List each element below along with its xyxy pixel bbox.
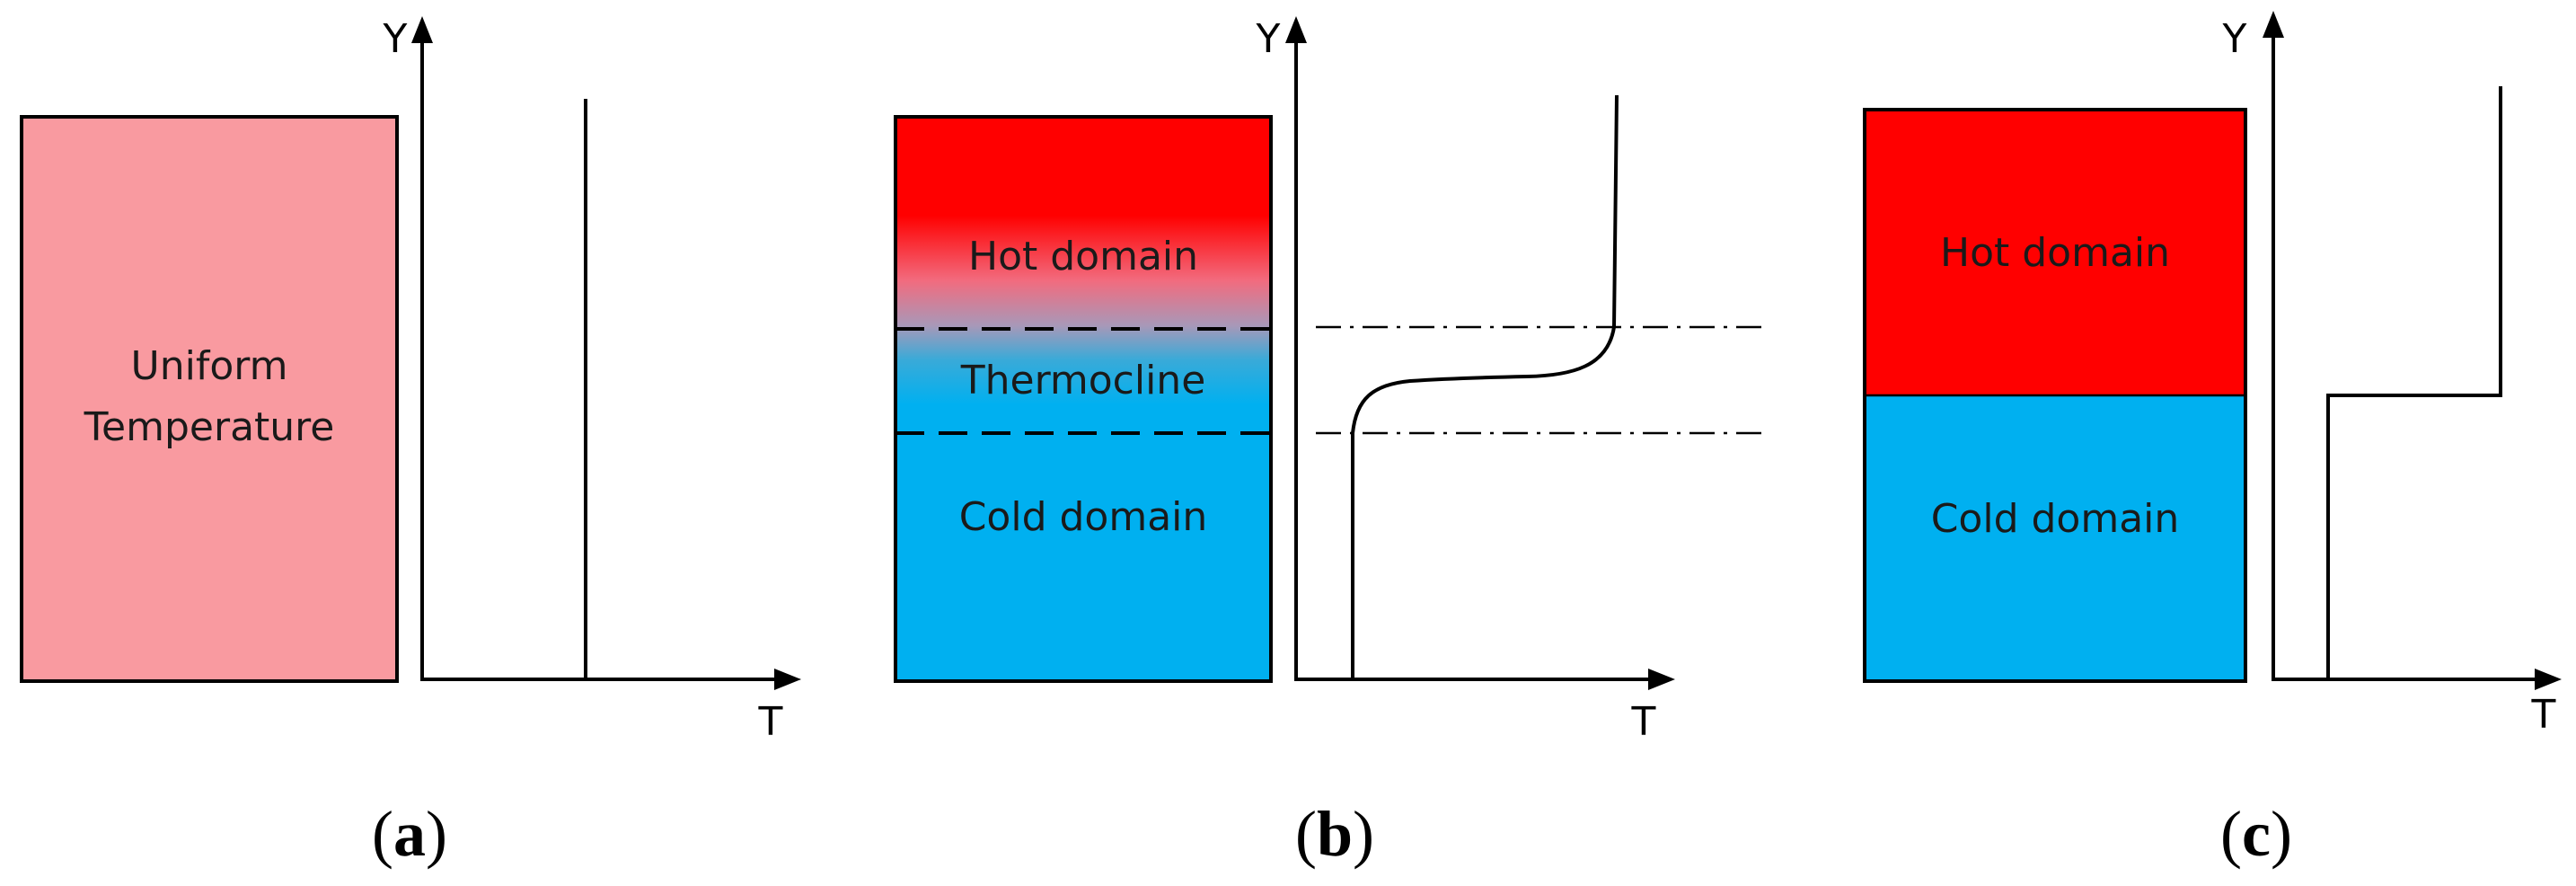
cold-domain-label-c: Cold domain [1931,496,2180,542]
panel-label-c: (c) [2220,798,2292,870]
stratified-tank-box [894,115,1273,683]
panel-a: Uniform Temperature Y T (a) [20,16,801,870]
x-axis-label-b: T [1631,699,1656,745]
panel-c: Hot domain Cold domain Y T (c) [1863,11,2562,870]
x-axis-arrow-b [1648,669,1675,690]
hot-domain-label-b: Hot domain [968,234,1198,279]
hot-domain-box-c [1865,110,2245,395]
y-axis-arrow-a [411,16,433,43]
y-axis-label-b: Y [1256,16,1281,62]
panel-label-a: (a) [372,798,447,870]
panel-label-b: (b) [1295,798,1374,870]
y-axis-label-c: Y [2222,16,2247,62]
cold-domain-box-c [1865,395,2245,681]
temperature-profile-c [2326,86,2502,679]
x-axis-arrow-c [2535,669,2562,690]
panel-b: Hot domain Thermocline Cold domain Y T (… [894,16,1768,870]
thermocline-label: Thermocline [960,358,1206,403]
x-axis-arrow-a [774,669,801,690]
uniform-label-line2: Temperature [84,404,335,450]
uniform-temperature-box [20,115,399,683]
x-axis-label-a: T [758,699,783,745]
y-axis-arrow-b [1285,16,1307,43]
uniform-label-line1: Uniform [131,343,288,389]
y-axis-label-a: Y [383,16,408,62]
hot-domain-label-c: Hot domain [1940,230,2170,276]
y-axis-arrow-c [2263,11,2284,38]
x-axis-label-c: T [2531,692,2556,738]
temperature-profile-b [1351,94,1619,679]
cold-domain-label-b: Cold domain [959,494,1208,540]
